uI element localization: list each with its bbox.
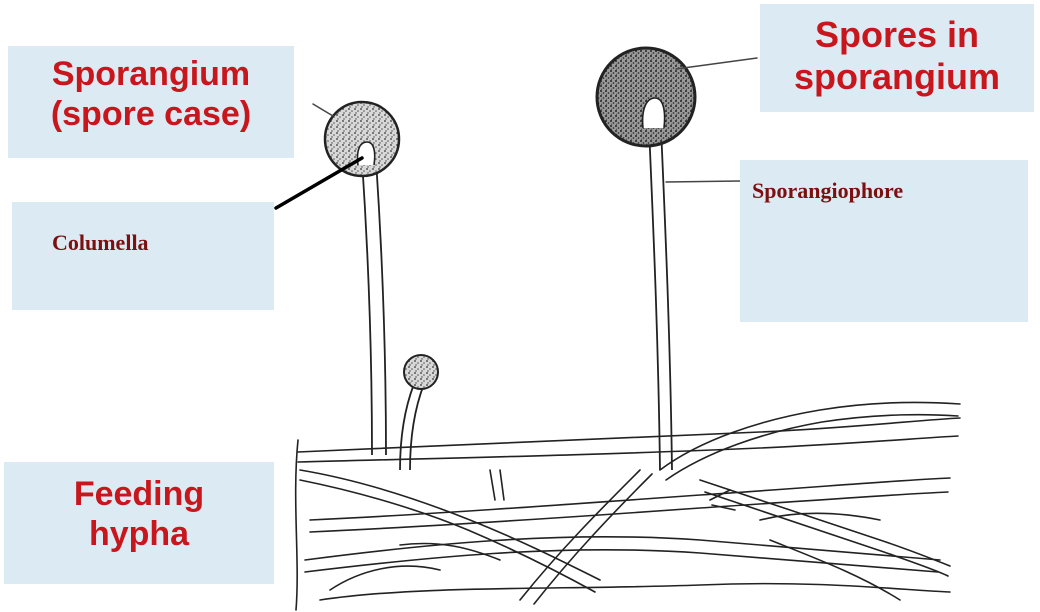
spores-label-box: Spores in sporangium: [760, 4, 1034, 112]
feeding-hypha-label-box: Feeding hypha: [4, 462, 274, 584]
feeding-hypha-label-line2: hypha: [4, 514, 274, 554]
columella-label-box: Columella: [12, 202, 274, 310]
columella-label: Columella: [52, 230, 149, 255]
sporangia: [325, 48, 695, 389]
sporangium-label-line2: (spore case): [8, 94, 294, 134]
sporangiophore-label: Sporangiophore: [752, 178, 903, 203]
spores-label-line2: sporangium: [760, 56, 1034, 98]
hyphae-network: [296, 402, 960, 610]
sporangiophore-stalks: [362, 104, 672, 470]
spores-label-line1: Spores in: [760, 14, 1034, 56]
sporangium-label-box: Sporangium (spore case): [8, 46, 294, 158]
sporangium-label-line1: Sporangium: [8, 54, 294, 94]
sporangiophore-label-box: Sporangiophore: [740, 160, 1028, 322]
feeding-hypha-label-line1: Feeding: [4, 474, 274, 514]
